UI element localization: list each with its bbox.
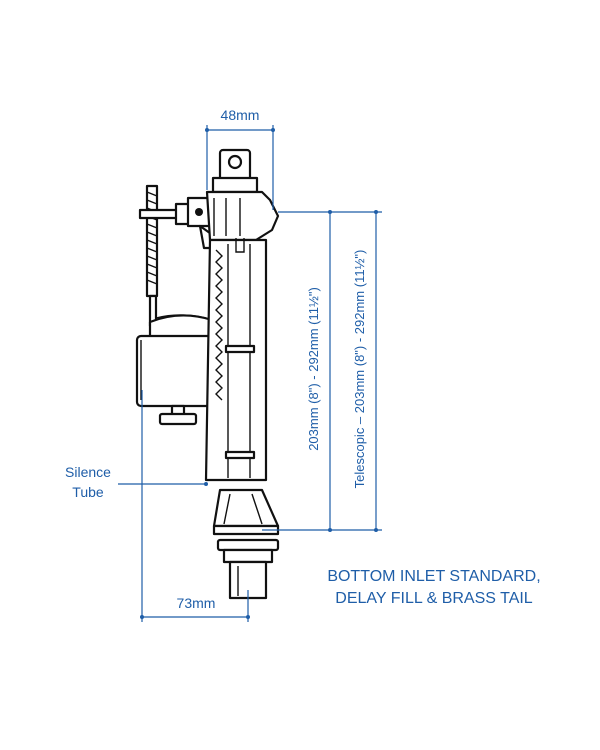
dimension-73mm: 73mm (140, 390, 250, 622)
title-line2: DELAY FILL & BRASS TAIL (335, 590, 533, 607)
valve-body (204, 238, 268, 482)
valve-top-cap (205, 148, 280, 242)
dimension-73mm-label: 73mm (177, 595, 216, 611)
diagram-title: BOTTOM INLET STANDARD, DELAY FILL & BRAS… (327, 568, 540, 607)
valve-base (212, 488, 280, 600)
float-cup (135, 314, 219, 426)
silence-tube-callout: Silence Tube (65, 464, 208, 500)
silence-tube-label-line2: Tube (72, 484, 104, 500)
threaded-rod (145, 184, 159, 328)
dimension-height-standard: 203mm (8") - 292mm (11½") (262, 210, 382, 532)
dimension-height-telescopic-label: Telescopic – 203mm (8") - 292mm (11½") (352, 250, 367, 489)
title-line1: BOTTOM INLET STANDARD, (327, 568, 540, 585)
dimension-48mm-label: 48mm (221, 107, 260, 123)
dimension-48mm: 48mm (205, 107, 275, 210)
fill-valve-drawing (135, 148, 280, 600)
silence-tube-label-line1: Silence (65, 464, 111, 480)
dimension-height-telescopic: Telescopic – 203mm (8") - 292mm (11½") (352, 210, 378, 532)
dimension-height-standard-label: 203mm (8") - 292mm (11½") (306, 287, 321, 451)
